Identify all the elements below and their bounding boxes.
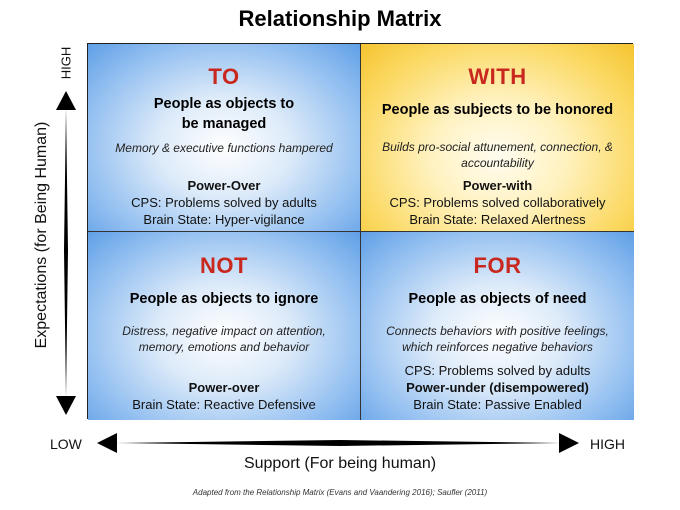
quadrant-for-brain-state: Brain State: Passive Enabled [413, 397, 582, 412]
quadrant-for-subtitle: People as objects of need [408, 291, 587, 307]
quadrant-not: NOT People as objects to ignore Distress… [88, 232, 361, 420]
quadrant-with-cps: CPS: Problems solved collaboratively [389, 195, 606, 210]
quadrant-for-description-line1: Connects behaviors with positive feeling… [386, 324, 609, 338]
vertical-axis-arrow [56, 91, 76, 415]
quadrant-for-power: Power-under (disempowered) [406, 380, 589, 395]
quadrant-with-power: Power-with [462, 178, 533, 193]
source-footnote: Adapted from the Relationship Matrix (Ev… [192, 488, 488, 497]
diagram-title: Relationship Matrix [238, 6, 442, 31]
quadrant-with-description-line1: Builds pro-social attunement, connection… [382, 140, 613, 154]
quadrant-not-power: Power-over [188, 380, 260, 395]
quadrant-to-subtitle-line1: People as objects to [153, 96, 295, 112]
quadrant-with-title: WITH [468, 64, 527, 89]
quadrant-to-description: Memory & executive functions hampered [115, 141, 333, 155]
x-axis-label: Support (For being human) [243, 455, 437, 472]
quadrant-not-description-line2: memory, emotions and behavior [138, 340, 310, 354]
horizontal-axis-arrow [97, 433, 579, 453]
quadrant-to-power: Power-Over [187, 178, 261, 193]
x-axis-high-label: HIGH [590, 436, 625, 452]
quadrant-not-brain-state: Brain State: Reactive Defensive [132, 397, 316, 412]
quadrant-not-title: NOT [200, 253, 248, 278]
quadrant-to-cps: CPS: Problems solved by adults [131, 195, 317, 210]
y-axis-high-label: HIGH [58, 46, 74, 80]
quadrant-not-subtitle: People as objects to ignore [129, 291, 319, 307]
quadrant-with-subtitle: People as subjects to be honored [381, 102, 614, 118]
relationship-matrix: TO People as objects to be managed Memor… [87, 43, 634, 420]
x-axis-low-label: LOW [50, 436, 82, 452]
quadrant-to: TO People as objects to be managed Memor… [88, 44, 361, 232]
quadrant-with-description-line2: accountability [461, 156, 534, 170]
quadrant-for-cps: CPS: Problems solved by adults [404, 363, 591, 378]
quadrant-to-subtitle-line2: be managed [181, 116, 267, 132]
quadrant-not-description-line1: Distress, negative impact on attention, [122, 324, 326, 338]
quadrant-for-title: FOR [473, 253, 522, 278]
quadrant-to-brain-state: Brain State: Hyper-vigilance [143, 212, 305, 227]
quadrant-with-brain-state: Brain State: Relaxed Alertness [409, 212, 586, 227]
quadrant-with: WITH People as subjects to be honored Bu… [361, 44, 634, 232]
quadrant-for: FOR People as objects of need Connects b… [361, 232, 634, 420]
quadrant-for-description-line2: which reinforces negative behaviors [402, 340, 593, 354]
quadrant-to-title: TO [208, 64, 240, 89]
y-axis-label: Expectations (for Being Human) [33, 121, 50, 349]
